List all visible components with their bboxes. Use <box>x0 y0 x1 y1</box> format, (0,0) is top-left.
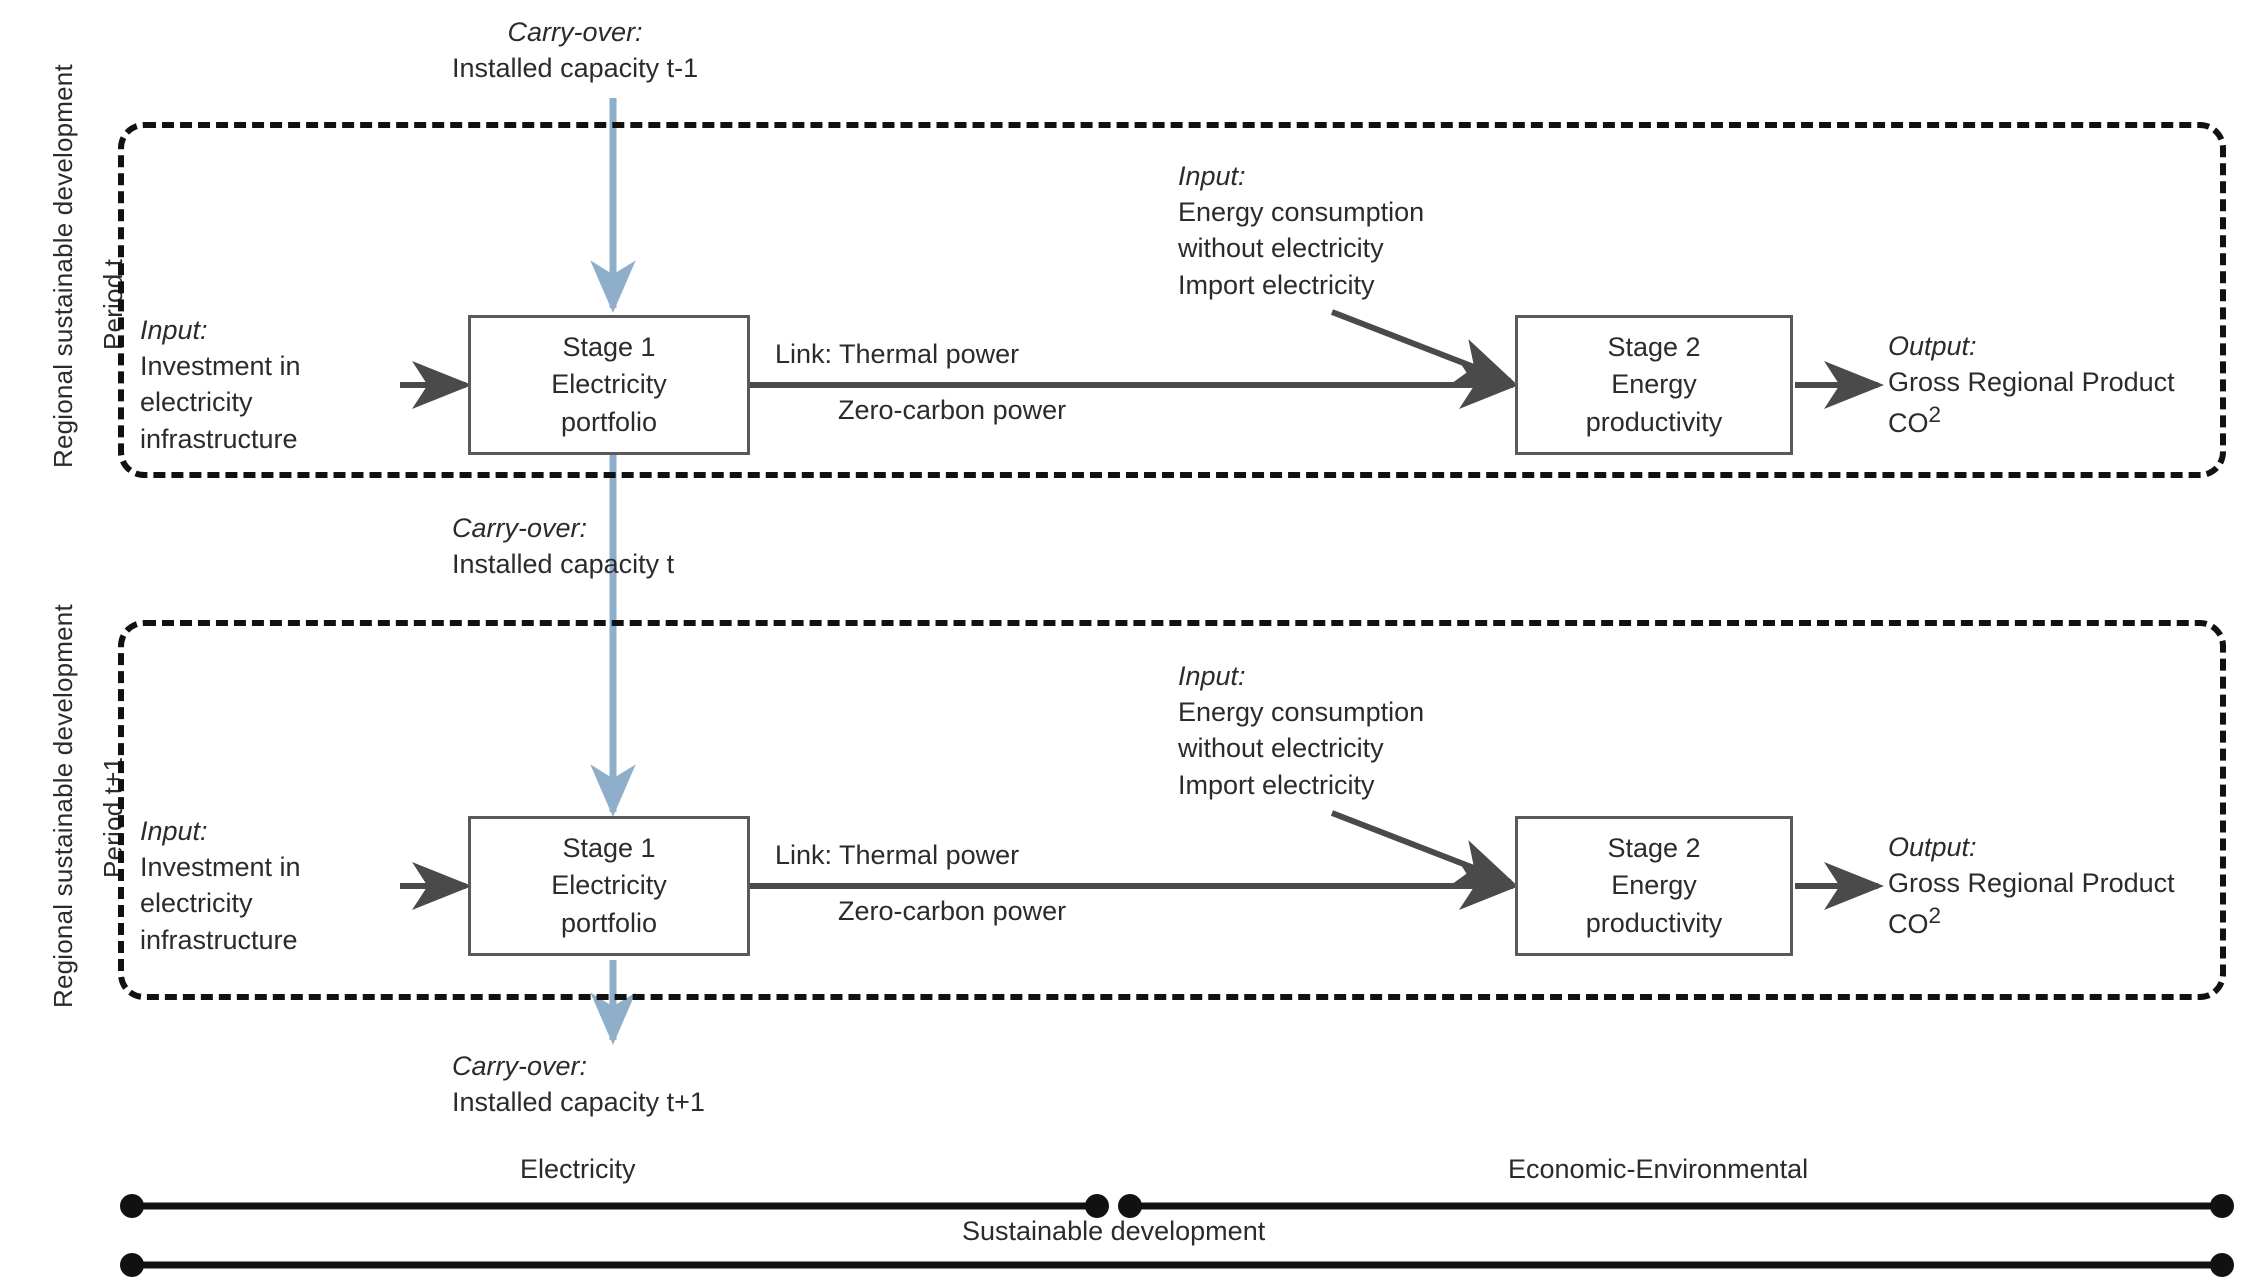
stage1-t1-title: Stage 1 <box>562 833 656 864</box>
stage1-t-title: Stage 1 <box>562 332 656 363</box>
input-stage2-t1-italic: Input: <box>1178 661 1246 691</box>
input-label-stage1-period-t: Input: Investment in electricity infrast… <box>140 312 301 457</box>
input-stage1-t1-line-2: electricity <box>140 888 253 919</box>
output-t-co2-sup: 2 <box>1928 402 1942 428</box>
input-label-stage1-period-t1: Input: Investment in electricity infrast… <box>140 813 301 958</box>
stage1-box-period-t-plus-1[interactable]: Stage 1 Electricity portfolio <box>468 816 750 956</box>
side-label-period-t1-main: Regional sustainable development <box>48 604 78 1008</box>
output-label-period-t1: Output: Gross Regional Product CO2 <box>1888 829 2175 943</box>
stage2-box-period-t[interactable]: Stage 2 Energy productivity <box>1515 315 1793 455</box>
output-t-co2-base: CO <box>1888 408 1929 439</box>
footer-span-sustainable-dot-right <box>2210 1253 2234 1277</box>
output-label-period-t: Output: Gross Regional Product CO2 <box>1888 328 2175 442</box>
period-box-t-plus-1 <box>118 620 2226 1000</box>
carryover-top-line: Installed capacity t-1 <box>452 53 699 84</box>
link-label-period-t1-top: Link: Thermal power <box>775 837 1019 873</box>
stage1-t-line2: Electricity <box>551 369 667 400</box>
carryover-label-top: Carry-over: Installed capacity t-1 <box>452 14 698 86</box>
link-t-line-2: Zero-carbon power <box>838 395 1067 425</box>
input-stage1-t1-line-3: infrastructure <box>140 924 298 955</box>
carryover-label-bottom: Carry-over: Installed capacity t+1 <box>452 1048 705 1120</box>
output-t1-line-1: Gross Regional Product <box>1888 868 2175 899</box>
input-stage2-t-line-1: Energy consumption <box>1178 197 1425 228</box>
stage2-box-period-t-plus-1[interactable]: Stage 2 Energy productivity <box>1515 816 1793 956</box>
stage2-t-title: Stage 2 <box>1607 332 1701 363</box>
carryover-top-italic: Carry-over: <box>507 17 643 47</box>
footer-span-sustainable-dot-left <box>120 1253 144 1277</box>
input-stage2-t1-line-2: without electricity <box>1178 733 1384 764</box>
stage2-t-line2: Energy <box>1611 369 1697 400</box>
link-t-line-1: Link: Thermal power <box>775 339 1020 369</box>
input-stage1-t-italic: Input: <box>140 315 208 345</box>
stage1-t1-line3: portfolio <box>560 907 658 938</box>
footer-span-econenv-dot-right <box>2210 1194 2234 1218</box>
footer-label-economic-environmental: Economic-Environmental <box>1508 1154 1809 1184</box>
link-label-period-t1-bottom: Zero-carbon power <box>838 893 1066 929</box>
stage2-t-line3: productivity <box>1585 406 1723 437</box>
footer-label-electricity: Electricity <box>520 1154 636 1184</box>
stage1-t1-line2: Electricity <box>551 870 667 901</box>
stage2-t1-line3: productivity <box>1585 907 1723 938</box>
input-label-stage2-period-t: Input: Energy consumption without electr… <box>1178 158 1424 303</box>
output-t1-italic: Output: <box>1888 832 1977 862</box>
carryover-mid-line: Installed capacity t <box>452 549 675 580</box>
link-label-period-t-bottom: Zero-carbon power <box>838 392 1066 428</box>
carryover-mid-italic: Carry-over: <box>452 513 588 543</box>
link-t1-line-2: Zero-carbon power <box>838 896 1067 926</box>
output-t1-line-2: CO2 <box>1888 901 2175 942</box>
carryover-label-middle: Carry-over: Installed capacity t <box>452 510 674 582</box>
input-stage1-t-line-2: electricity <box>140 387 253 418</box>
input-arrow-stage2-period-t1 <box>1330 810 1516 885</box>
link-t1-line-1: Link: Thermal power <box>775 840 1020 870</box>
side-label-period-t-main: Regional sustainable development <box>48 64 78 468</box>
output-t1-co2-base: CO <box>1888 909 1929 940</box>
input-stage2-t1-line-3: Import electricity <box>1178 769 1375 800</box>
footer-span-electricity-dot-left <box>120 1194 144 1218</box>
input-stage2-t-italic: Input: <box>1178 161 1246 191</box>
output-t-line-1: Gross Regional Product <box>1888 367 2175 398</box>
link-label-period-t-top: Link: Thermal power <box>775 336 1019 372</box>
input-stage1-t-line-3: infrastructure <box>140 423 298 454</box>
input-stage1-t-line-1: Investment in <box>140 351 301 382</box>
carryover-bot-italic: Carry-over: <box>452 1051 588 1081</box>
input-stage2-t-line-3: Import electricity <box>1178 269 1375 300</box>
stage2-t1-line2: Energy <box>1611 870 1697 901</box>
carryover-bot-line: Installed capacity t+1 <box>452 1087 705 1118</box>
output-t1-co2-sup: 2 <box>1928 903 1942 929</box>
input-stage1-t1-italic: Input: <box>140 816 208 846</box>
footer-span-econenv-dot-left <box>1118 1194 1142 1218</box>
output-t-italic: Output: <box>1888 331 1977 361</box>
footer-label-sustainable-development: Sustainable development <box>962 1216 1266 1246</box>
footer-span-electricity-dot-right <box>1085 1194 1109 1218</box>
stage2-t1-title: Stage 2 <box>1607 833 1701 864</box>
period-box-t <box>118 122 2226 478</box>
input-stage2-t1-line-1: Energy consumption <box>1178 697 1425 728</box>
stage1-box-period-t[interactable]: Stage 1 Electricity portfolio <box>468 315 750 455</box>
input-label-stage2-period-t1: Input: Energy consumption without electr… <box>1178 658 1424 803</box>
output-t-line-2: CO2 <box>1888 400 2175 441</box>
stage1-t-line3: portfolio <box>560 406 658 437</box>
input-arrow-stage2-period-t <box>1330 309 1516 384</box>
input-stage1-t1-line-1: Investment in <box>140 852 301 883</box>
input-stage2-t-line-2: without electricity <box>1178 233 1384 264</box>
